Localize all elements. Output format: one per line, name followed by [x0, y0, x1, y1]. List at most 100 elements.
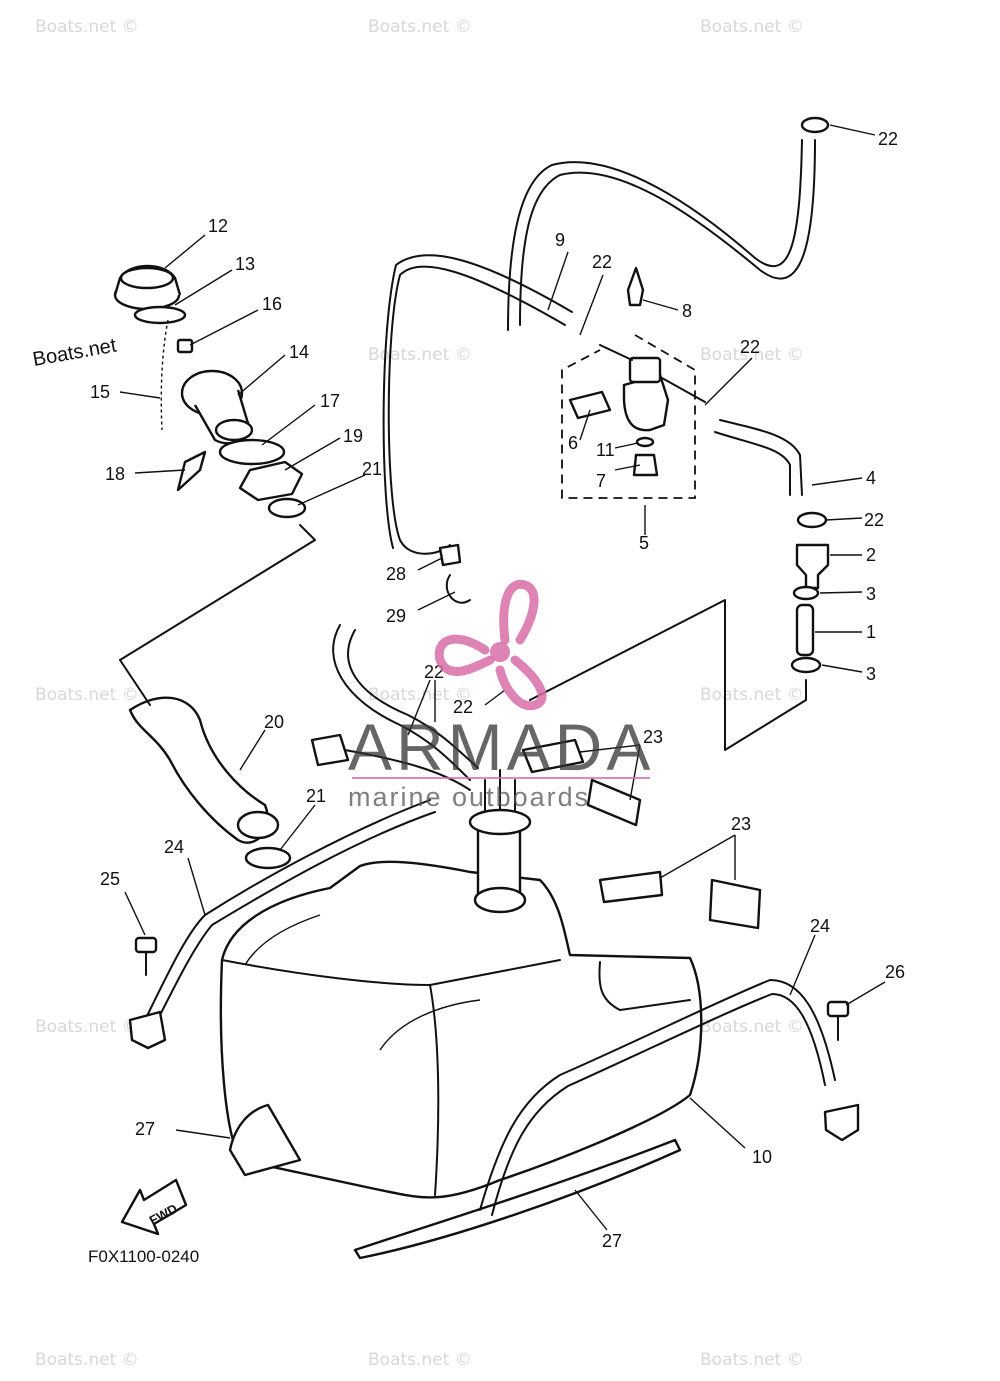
callout-22: 22: [740, 337, 760, 357]
screw: [176, 338, 194, 354]
callout-14: 14: [289, 342, 309, 362]
connector: [310, 733, 350, 767]
leader-line: [529, 599, 807, 751]
callout-28: 28: [386, 564, 406, 584]
callout-27: 23: [731, 814, 751, 834]
brand-name: ARMADA: [348, 710, 654, 784]
watermark: Boats.net ©: [700, 1350, 804, 1370]
fuel-hose: [719, 419, 803, 496]
callout-13: 13: [235, 254, 255, 274]
callout-18: 18: [105, 464, 125, 484]
callout-29: 29: [386, 606, 406, 626]
boats-net-logo: Boats.net: [31, 335, 118, 371]
callout-25: 27: [602, 1231, 622, 1251]
watermark: Boats.net ©: [700, 685, 804, 705]
hose-clamp: [267, 497, 307, 519]
watermarks: Boats.net © Boats.net © Boats.net © Boat…: [35, 17, 804, 1370]
callout-1: 1: [866, 622, 876, 642]
callout-4: 4: [866, 468, 876, 488]
hose-clamp: [796, 511, 828, 529]
decal: [521, 738, 585, 774]
watermark: Boats.net ©: [368, 685, 472, 705]
callout-6: 6: [568, 433, 578, 453]
watermark: Boats.net ©: [700, 345, 804, 365]
callout-24: 25: [100, 869, 120, 889]
watermark: Boats.net ©: [35, 1350, 139, 1370]
callout-7: 7: [596, 471, 606, 491]
callout-23: 24: [164, 837, 184, 857]
callout-11: 10: [752, 1147, 772, 1167]
callout-21: 21: [306, 786, 326, 806]
callout-labels: 12 13 16 14 15 17 18 19 21 20 21 24 25 2…: [90, 129, 905, 1251]
callout-22: 22: [453, 697, 473, 717]
callout-22: 22: [864, 510, 884, 530]
hose-clamp: [800, 116, 830, 134]
callout-3: 3: [866, 664, 876, 684]
filler-nut: [238, 460, 304, 502]
callout-5: 5: [639, 533, 649, 553]
callout-15: 15: [90, 382, 110, 402]
hose-clamp: [792, 585, 820, 601]
fuel-tank: [219, 860, 703, 1199]
brand-tagline: marine outboards: [348, 782, 590, 812]
watermark: Boats.net ©: [35, 17, 139, 37]
vent-hose: [387, 265, 566, 555]
fuel-line: [332, 624, 471, 781]
watermark: Boats.net ©: [35, 685, 139, 705]
hose-clip: [445, 574, 471, 604]
watermark: Boats.net ©: [35, 1017, 139, 1037]
diagram-code: F0X1100-0240: [88, 1247, 199, 1266]
callout-20: 20: [264, 712, 284, 732]
callout-22: 22: [878, 129, 898, 149]
callout-leaders: [119, 124, 886, 1231]
cap-gasket: [133, 305, 187, 325]
callout-27: 23: [643, 727, 663, 747]
sender-wire: [344, 749, 471, 791]
check-valve: [795, 543, 830, 590]
callout-16: 16: [262, 294, 282, 314]
callout-21: 21: [362, 459, 382, 479]
callout-24: 26: [885, 962, 905, 982]
bolt: [134, 936, 158, 976]
fuel-sender: [468, 769, 532, 914]
watermark: Boats.net ©: [368, 1350, 472, 1370]
callout-26: 27: [135, 1119, 155, 1139]
propeller-icon: [434, 579, 547, 711]
callout-22: 22: [592, 252, 612, 272]
skid-plate: [353, 1138, 682, 1260]
cap-chain: [160, 319, 169, 431]
filler-neck: [180, 369, 254, 445]
callout-2: 2: [866, 545, 876, 565]
callout-19: 19: [343, 426, 363, 446]
callout-8: 11: [596, 440, 615, 460]
watermark: Boats.net ©: [700, 1017, 804, 1037]
watermark: Boats.net ©: [368, 345, 472, 365]
callout-10: 9: [555, 230, 565, 250]
watermark: Boats.net ©: [368, 17, 472, 37]
callout-12: 12: [208, 216, 228, 236]
hose-clamp: [790, 656, 822, 674]
callout-23: 24: [810, 916, 830, 936]
decal: [598, 870, 664, 904]
short-hose: [795, 603, 815, 657]
chain-anchor: [176, 450, 207, 492]
bolt: [826, 1000, 850, 1041]
fitting: [626, 266, 645, 307]
leader-line: [119, 524, 316, 661]
callout-9: 8: [682, 301, 692, 321]
neck-gasket: [218, 438, 286, 466]
hose-clamp: [244, 846, 292, 870]
callout-17: 17: [320, 391, 340, 411]
fuel-filter-group: [561, 334, 706, 499]
forward-arrow-icon: FWD: [120, 1178, 188, 1236]
vent-hose-long: [519, 139, 816, 326]
tank-straps: [128, 799, 860, 1216]
callout-3: 3: [866, 584, 876, 604]
hose-holder: [438, 543, 462, 567]
watermark: Boats.net ©: [700, 17, 804, 37]
decal: [708, 878, 762, 930]
leader-line: [119, 659, 151, 706]
filler-cap: [113, 264, 182, 311]
armada-logo: ARMADA marine outboards: [348, 579, 654, 812]
